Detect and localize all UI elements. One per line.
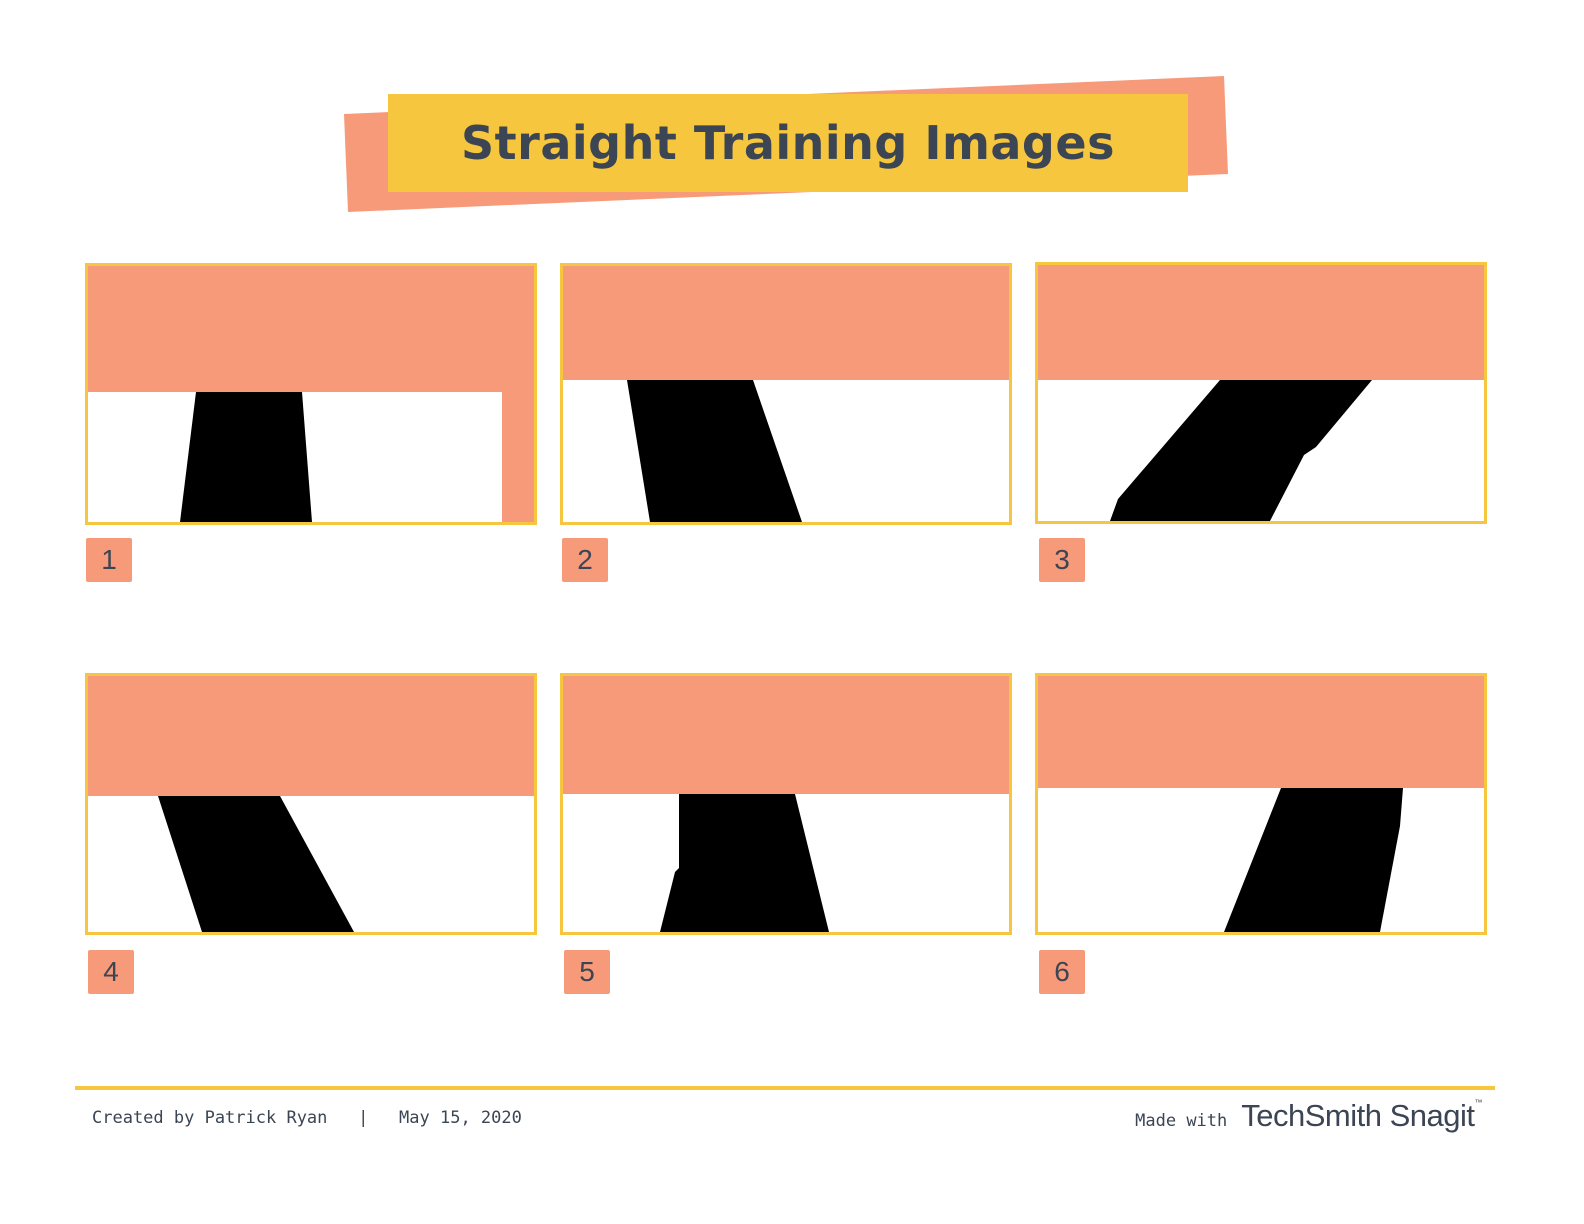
image-label-6: 6	[1039, 950, 1085, 994]
image-label-3: 3	[1039, 538, 1085, 582]
image-4-shape	[158, 796, 354, 932]
image-5-shape	[660, 794, 829, 932]
brand-logo: TechSmith Snagit™	[1241, 1098, 1482, 1134]
image-6-shape	[1224, 788, 1403, 932]
image-label-1: 1	[86, 538, 132, 582]
title-band: Straight Training Images	[388, 94, 1188, 192]
image-label-4: 4	[88, 950, 134, 994]
image-2-shape	[627, 380, 802, 522]
training-image-2	[560, 263, 1012, 525]
brand-name: TechSmith Snagit	[1241, 1098, 1475, 1133]
footer-credit: Created by Patrick Ryan | May 15, 2020	[92, 1108, 522, 1128]
image-5-top-region	[563, 676, 1009, 794]
image-2-top-region	[563, 266, 1009, 380]
training-image-4	[85, 673, 537, 935]
image-4-top-region	[88, 676, 534, 796]
training-image-3	[1035, 262, 1487, 524]
image-1-shape	[180, 392, 312, 522]
image-label-2: 2	[562, 538, 608, 582]
image-3-shape	[1110, 380, 1372, 521]
image-1-top-region	[88, 266, 534, 392]
training-image-5	[560, 673, 1012, 935]
footer-divider	[75, 1086, 1495, 1090]
image-1-side-region	[502, 266, 534, 522]
image-label-5: 5	[564, 950, 610, 994]
footer-brand: Made with TechSmith Snagit™	[1135, 1098, 1482, 1134]
trademark-mark: ™	[1474, 1098, 1483, 1107]
training-image-6	[1035, 673, 1487, 935]
title-banner: Straight Training Images	[340, 70, 1240, 220]
training-image-1	[85, 263, 537, 525]
image-3-top-region	[1038, 265, 1484, 380]
image-6-top-region	[1038, 676, 1484, 788]
page-title: Straight Training Images	[461, 116, 1115, 170]
made-with-text: Made with	[1135, 1111, 1228, 1131]
